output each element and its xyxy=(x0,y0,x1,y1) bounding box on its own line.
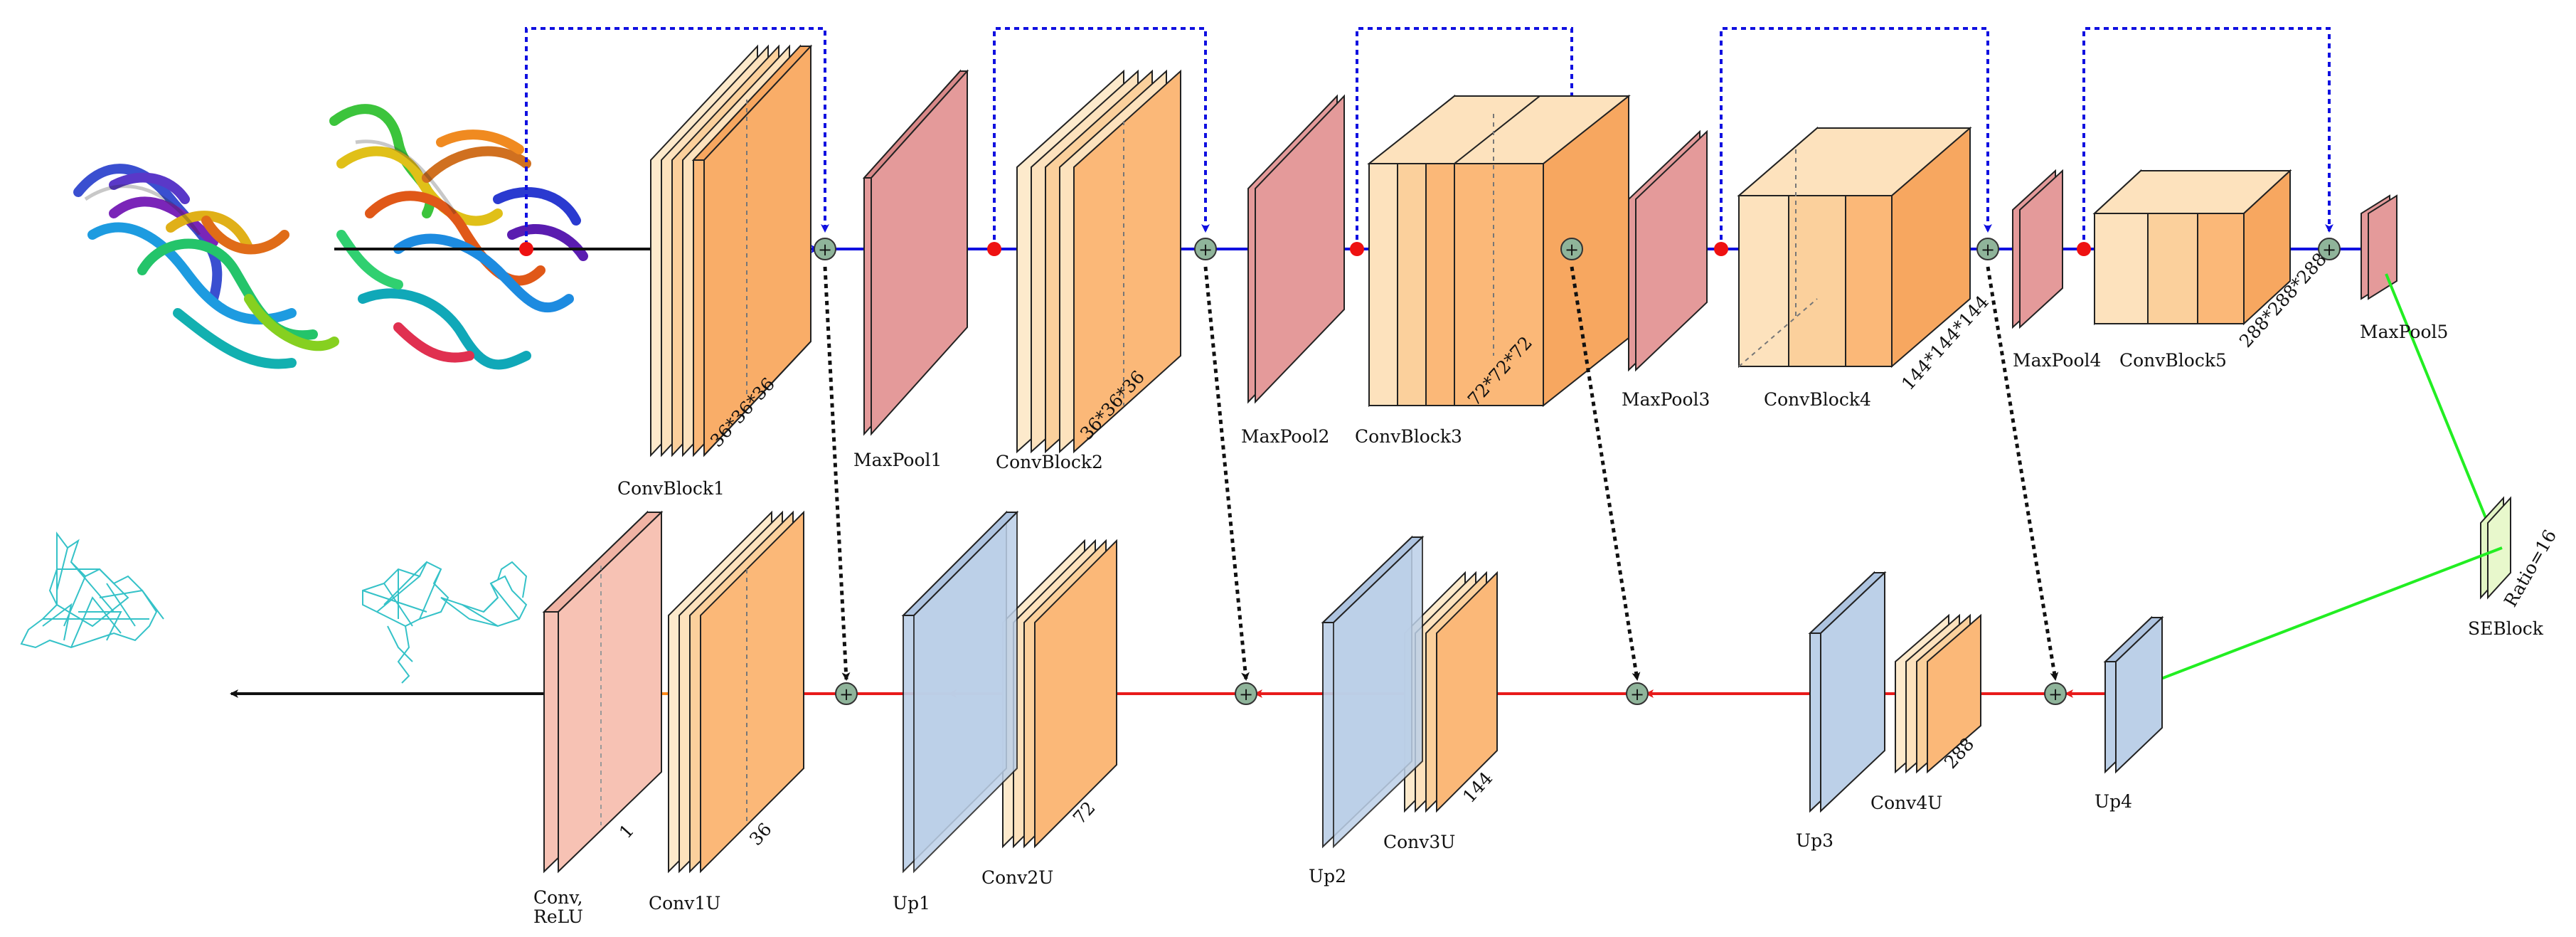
conv1u xyxy=(668,510,804,874)
sum-node: + xyxy=(814,238,836,260)
max-pool3 xyxy=(1628,129,1708,372)
split-dots xyxy=(519,242,2091,256)
conv-block2 xyxy=(1016,69,1181,454)
se-input-arrow xyxy=(2385,273,2491,528)
sum-node: + xyxy=(1194,238,1217,260)
up1 xyxy=(901,510,1019,874)
mesh-density-map-icon xyxy=(362,561,528,684)
up3-label: Up3 xyxy=(1796,830,1833,851)
up3 xyxy=(1808,571,1887,813)
mesh-density-map-icon xyxy=(20,531,164,649)
conv-relu-label-line1: Conv, xyxy=(533,887,582,908)
conv-relu xyxy=(542,510,664,874)
conv-block3 xyxy=(1367,94,1631,408)
max-pool4-label: MaxPool4 xyxy=(2013,350,2101,371)
max-pool2-label: MaxPool2 xyxy=(1241,426,1329,447)
conv-block3-label: ConvBlock3 xyxy=(1355,426,1462,447)
sum-nodes: + + + + + + + + + xyxy=(814,238,2341,705)
se-output-arrow xyxy=(2139,546,2503,689)
conv-block1-label: ConvBlock1 xyxy=(617,478,725,499)
conv3u-label: Conv3U xyxy=(1383,832,1455,852)
decoder-skip-connections xyxy=(823,266,2059,681)
up4 xyxy=(2103,615,2164,774)
svg-text:+: + xyxy=(1981,240,1995,260)
conv-block5-label: ConvBlock5 xyxy=(2119,350,2227,371)
conv-block4-label: ConvBlock4 xyxy=(1764,389,1871,410)
block-labels: ConvBlock1 MaxPool1 ConvBlock2 MaxPool2 … xyxy=(533,322,2544,927)
max-pool3-label: MaxPool3 xyxy=(1622,389,1710,410)
max-pool5 xyxy=(2361,194,2397,300)
conv2u xyxy=(1002,539,1117,849)
sum-node: + xyxy=(2318,238,2341,260)
max-pool1-label: MaxPool1 xyxy=(853,450,942,470)
sum-node: + xyxy=(1235,682,1257,705)
max-pool4 xyxy=(2012,169,2063,329)
se-block-label: SEBlock xyxy=(2468,618,2544,639)
svg-text:+: + xyxy=(2322,240,2336,260)
svg-text:+: + xyxy=(1198,240,1213,260)
conv-block1 xyxy=(650,44,813,457)
svg-text:+: + xyxy=(839,684,853,704)
conv1u-label: Conv1U xyxy=(649,893,720,914)
conv2u-label: Conv2U xyxy=(981,867,1053,888)
max-pool1 xyxy=(862,69,969,436)
up2 xyxy=(1321,535,1425,849)
sum-node: + xyxy=(2044,682,2067,705)
up2-label: Up2 xyxy=(1309,866,1346,886)
svg-text:+: + xyxy=(1239,684,1253,704)
svg-text:+: + xyxy=(1565,240,1579,260)
max-pool2 xyxy=(1247,94,1345,404)
up4-label: Up4 xyxy=(2095,791,2132,812)
sum-node: + xyxy=(1560,238,1583,260)
conv-block2-label: ConvBlock2 xyxy=(996,452,1103,472)
conv4u-label: Conv4U xyxy=(1870,793,1942,813)
conv-relu-dims: 1 xyxy=(615,820,638,842)
sum-node: + xyxy=(1976,238,1999,260)
up1-label: Up1 xyxy=(893,893,930,914)
conv-block5 xyxy=(2092,169,2292,326)
conv-block4 xyxy=(1737,126,1972,369)
conv-relu-label-line2: ReLU xyxy=(533,906,583,927)
conv4u xyxy=(1895,613,1981,774)
svg-text:+: + xyxy=(2048,684,2063,704)
protein-ribbon-structure-icon xyxy=(73,104,588,370)
svg-text:+: + xyxy=(818,240,832,260)
sum-node: + xyxy=(835,682,858,705)
conv1u-dims: 36 xyxy=(745,819,776,849)
max-pool5-label: MaxPool5 xyxy=(2360,322,2448,342)
sum-node: + xyxy=(1626,682,1649,705)
svg-text:+: + xyxy=(1630,684,1644,704)
